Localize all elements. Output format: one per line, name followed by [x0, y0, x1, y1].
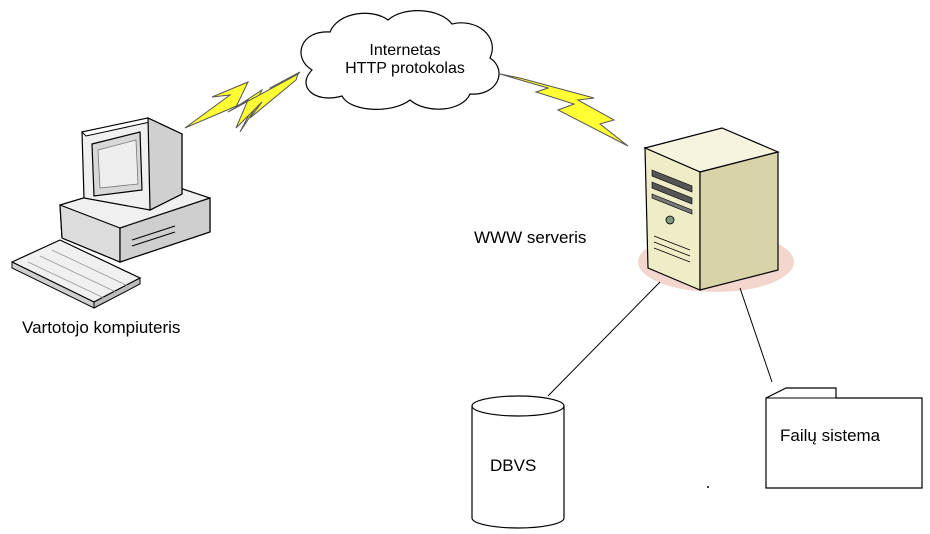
stray-dot [707, 486, 709, 488]
cloud-label-line2: HTTP protokolas [345, 60, 465, 78]
filesystem-label: Failų sistema [780, 426, 881, 445]
client-label: Vartotojo kompiuteris [22, 318, 181, 337]
www-server-icon [638, 127, 794, 292]
lightning-bolt-server-icon [499, 73, 629, 147]
server-to-db-line [547, 281, 661, 397]
lightning-bolt-client-icon [184, 71, 301, 133]
client-computer-icon [10, 117, 211, 309]
internet-cloud [300, 10, 500, 110]
file-system-folder-icon [765, 387, 923, 489]
cloud-label-line1: Internetas [369, 42, 441, 59]
server-to-fs-line [739, 287, 773, 383]
server-label: WWW serveris [474, 228, 587, 247]
database-cylinder-icon [471, 395, 565, 529]
cloud-label: Internetas HTTP protokolas [330, 42, 480, 79]
database-label: DBVS [490, 456, 537, 475]
